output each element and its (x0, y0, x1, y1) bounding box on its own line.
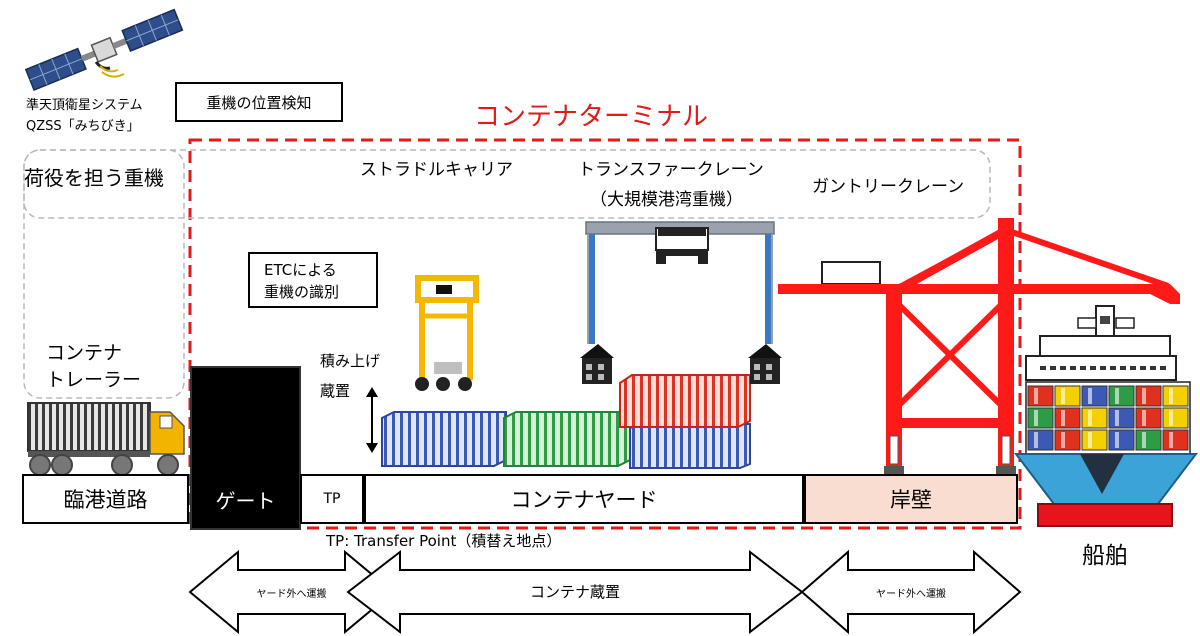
ship-container-stripe (1169, 432, 1173, 448)
yard-label: コンテナヤード (510, 488, 658, 512)
gantry-crane-icon (778, 218, 1180, 474)
container-trailer-icon (27, 402, 185, 476)
ship-container-stripe (1142, 388, 1146, 404)
arrow-left-label-wrap: ヤード外へ運搬 (238, 580, 345, 604)
ship-container (1162, 385, 1189, 407)
satellite-label-line2: QZSS「みちびき」 (26, 119, 140, 134)
transfer-crane-icon (580, 221, 782, 384)
arrow-right-label: ヤード外へ運搬 (876, 588, 946, 600)
heavy-machinery-label: 荷役を担う重機 (24, 166, 164, 190)
ship-container-stripe (1034, 432, 1038, 448)
ship-container (1054, 407, 1081, 429)
arrow-right-label-wrap: ヤード外へ運搬 (848, 580, 974, 604)
ship-container-stripe (1169, 410, 1173, 426)
ship-container-stripe (1061, 388, 1065, 404)
straddle-carrier-icon (415, 275, 479, 391)
ship-label: 船舶 (1082, 543, 1128, 569)
quay-segment: 岸壁 (804, 474, 1018, 524)
ship-container-stripe (1142, 432, 1146, 448)
road-segment: 臨港道路 (22, 474, 189, 524)
gantry-crane-label: ガントリークレーン (812, 177, 965, 197)
ship-container-stripe (1115, 410, 1119, 426)
ship-icon (1013, 305, 1199, 527)
ship-container-stripe (1088, 388, 1092, 404)
satellite-icon (24, 8, 184, 91)
etc-identification-box: ETCによる 重機の識別 (248, 252, 378, 308)
trailer-label-line2: トレーラー (46, 369, 142, 391)
ship-container (1027, 407, 1054, 429)
stacking-arrow-icon (366, 387, 378, 453)
tp-note: TP: Transfer Point（積替え地点） (326, 532, 562, 550)
ship-container (1081, 429, 1108, 451)
ship-container (1027, 429, 1054, 451)
etc-label-line1: ETCによる (264, 261, 337, 279)
ship-container-stripe (1115, 388, 1119, 404)
yard-containers (381, 374, 751, 469)
quay-label: 岸壁 (890, 488, 932, 512)
ship-container-stripe (1034, 410, 1038, 426)
ship-container (1162, 407, 1189, 429)
ship-container-stripe (1061, 432, 1065, 448)
stacking-label: 積み上げ 蔵置 (320, 346, 380, 406)
ship-container-stripe (1061, 410, 1065, 426)
ship-container (1135, 385, 1162, 407)
arrow-left-label: ヤード外へ運搬 (256, 588, 327, 600)
arrow-middle-label: コンテナ蔵置 (529, 582, 620, 601)
terminal-title: コンテナターミナル (474, 102, 709, 132)
ship-container (1081, 385, 1108, 407)
gate-label: ゲート (215, 488, 276, 513)
trailer-band (23, 149, 185, 399)
trailer-label-line1: コンテナ (46, 342, 123, 364)
stacking-label-line2: 蔵置 (320, 382, 351, 400)
arrow-middle-label-wrap: コンテナ蔵置 (400, 578, 750, 604)
ship-container (1108, 385, 1135, 407)
gate-building (190, 366, 301, 530)
ship-container (1162, 429, 1189, 451)
satellite-label: 準天頂衛星システム QZSS「みちびき」 (26, 95, 143, 137)
trailer-label: コンテナ トレーラー (46, 340, 141, 394)
satellite-label-line1: 準天頂衛星システム (26, 98, 143, 113)
road-label: 臨港道路 (63, 488, 148, 512)
ship-container (1135, 407, 1162, 429)
terminal-frame (188, 138, 1022, 530)
transfer-crane-sublabel: （大規模港湾重機） (590, 190, 743, 210)
position-detection-box: 重機の位置検知 (175, 82, 343, 122)
ship-container-stripe (1088, 410, 1092, 426)
ship-container-stripe (1169, 388, 1173, 404)
ship-container (1054, 429, 1081, 451)
stacking-label-line1: 積み上げ (320, 352, 381, 370)
arrow-yard-out-right (800, 549, 1022, 635)
ship-container (1108, 429, 1135, 451)
position-detection-label: 重機の位置検知 (206, 93, 312, 112)
straddle-carrier-label: ストラドルキャリア (360, 160, 513, 180)
gate-segment: ゲート (191, 474, 300, 524)
ship-container-stripe (1115, 432, 1119, 448)
etc-label-line2: 重機の識別 (264, 283, 340, 301)
ship-container (1108, 407, 1135, 429)
ship-container-stripe (1088, 432, 1092, 448)
ship-container-stripe (1034, 388, 1038, 404)
ship-container-stripe (1142, 410, 1146, 426)
ship-container (1081, 407, 1108, 429)
tp-label: TP (323, 491, 341, 507)
ship-container (1027, 385, 1054, 407)
ship-container (1054, 385, 1081, 407)
tp-segment: TP (300, 474, 364, 524)
transfer-crane-label: トランスファークレーン (578, 160, 764, 180)
ship-container (1135, 429, 1162, 451)
yard-segment: コンテナヤード (364, 474, 804, 524)
